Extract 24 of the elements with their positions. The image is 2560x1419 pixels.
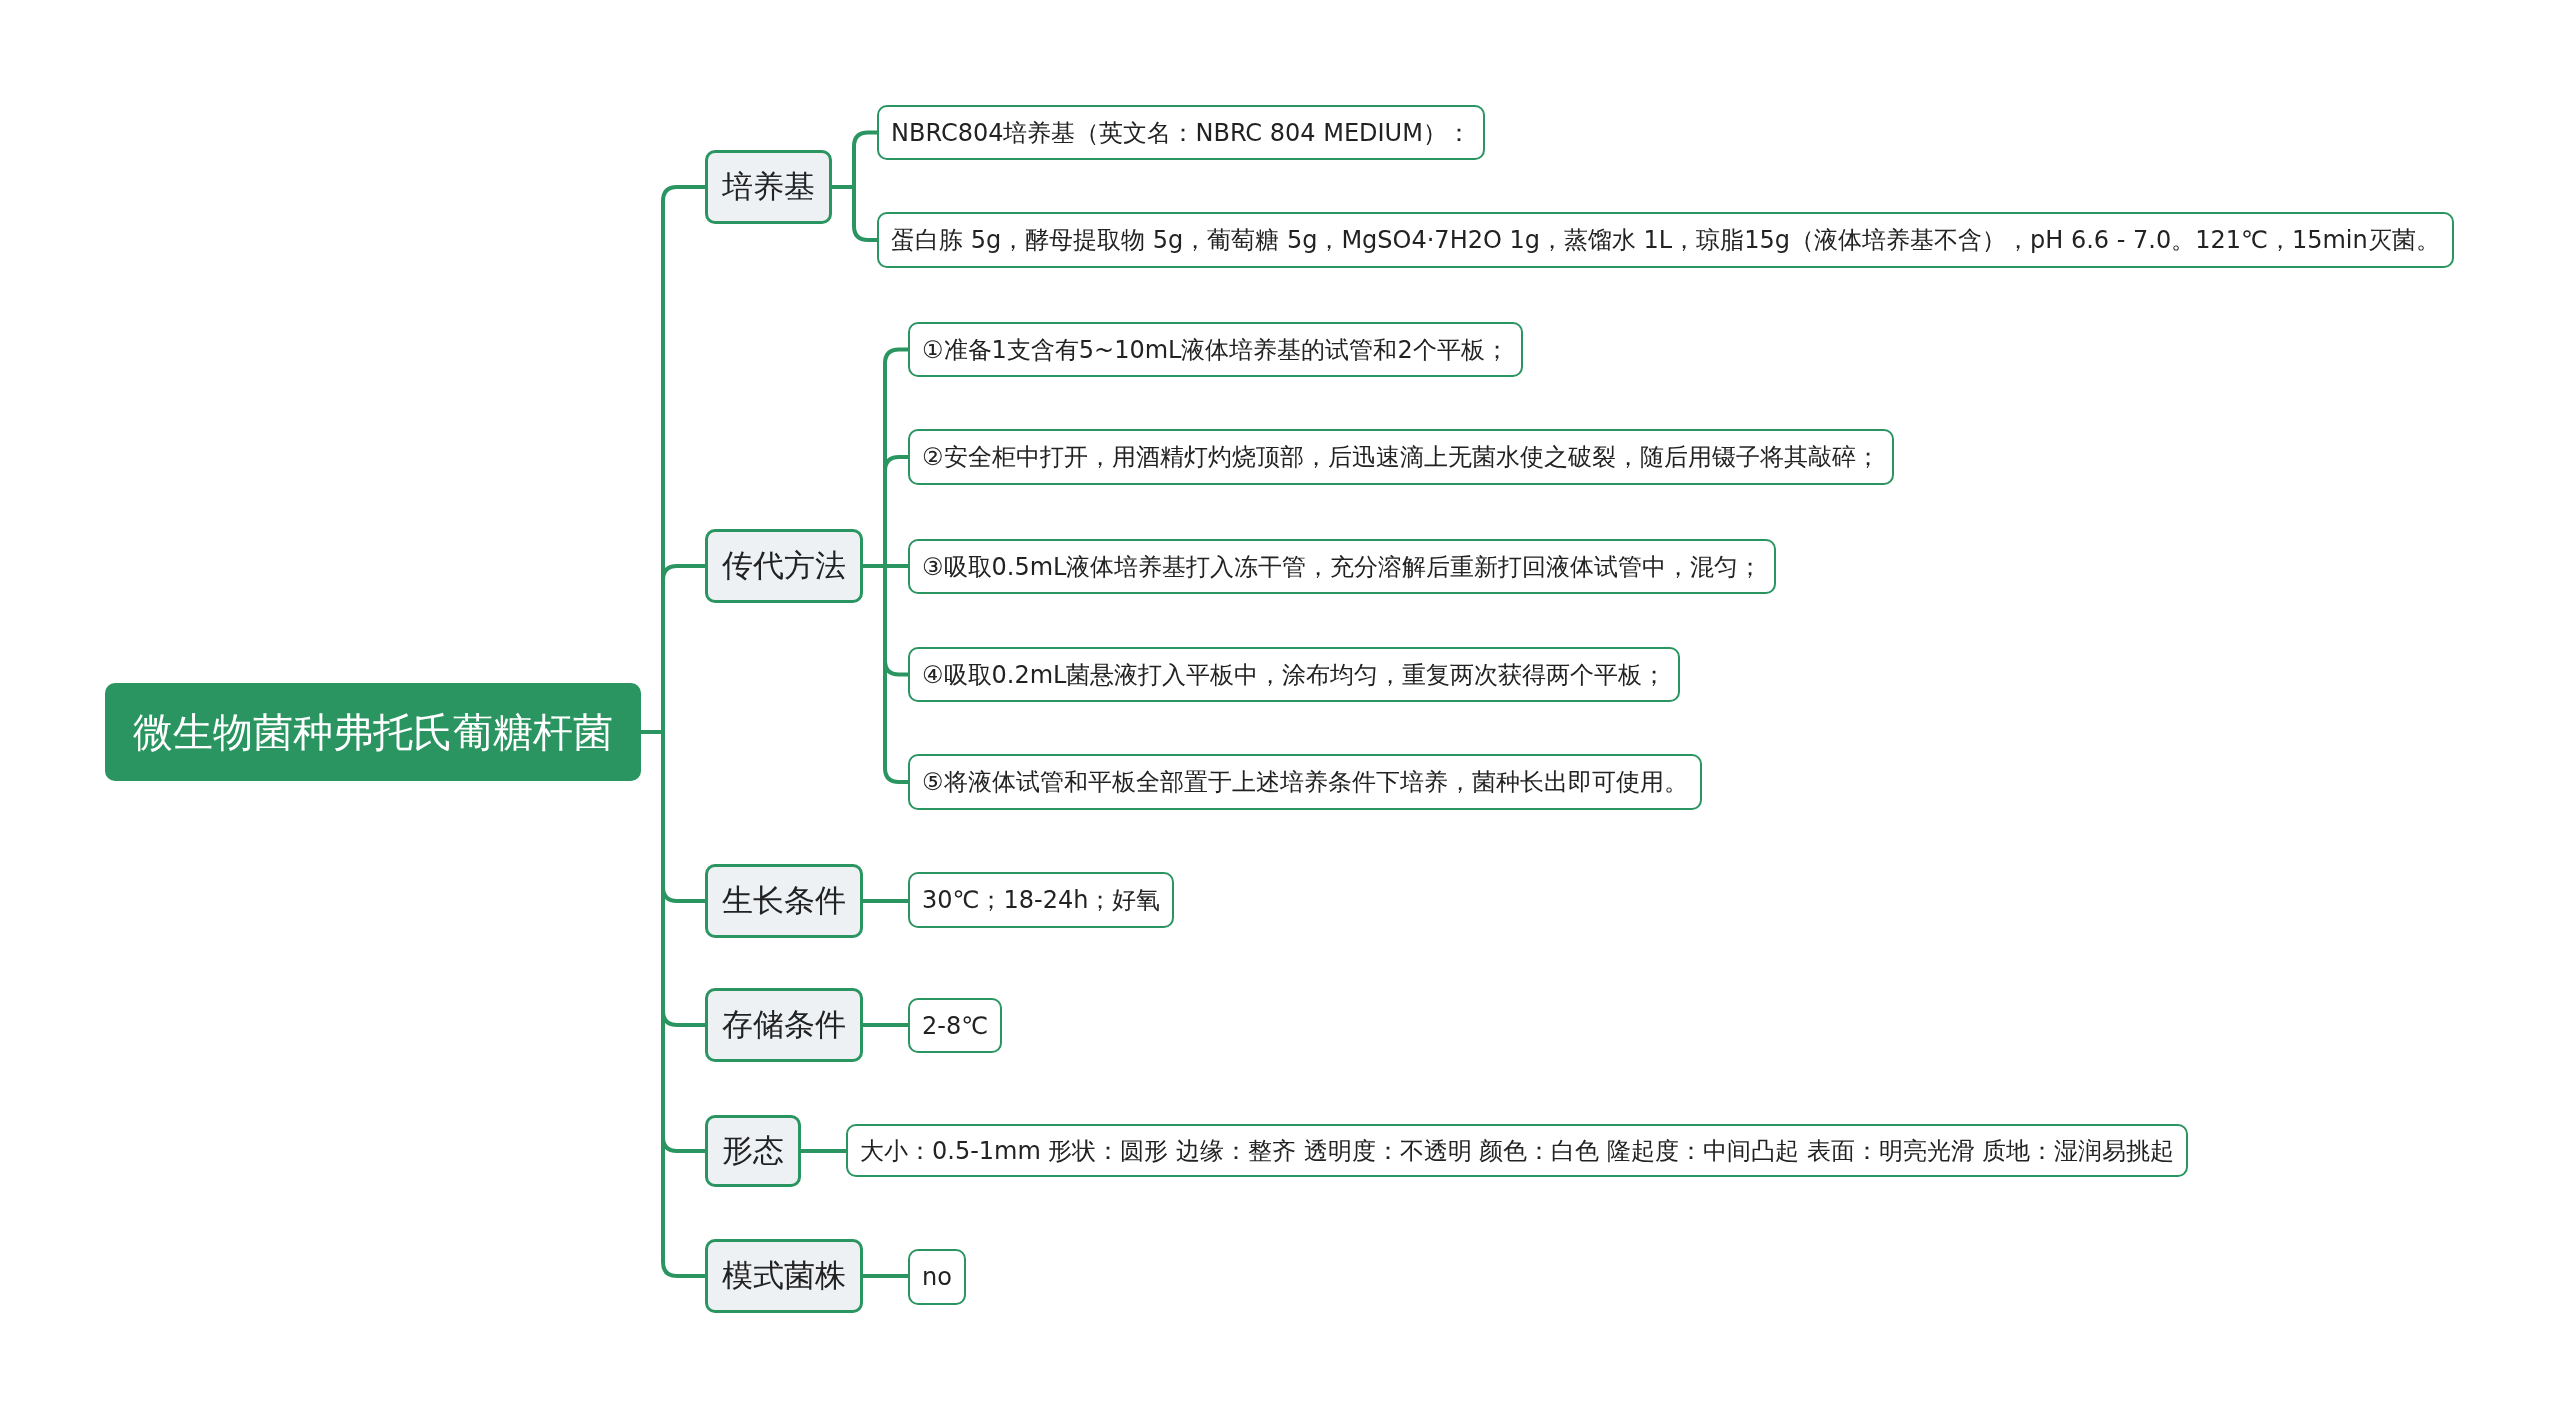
connector-line — [863, 564, 908, 784]
branch-topic-box: 传代方法 — [705, 529, 863, 603]
leaf-topic-box: ①准备1支含有5~10mL液体培养基的试管和2个平板； — [908, 322, 1523, 377]
connector-line — [863, 1023, 908, 1027]
branch-topic-box: 培养基 — [705, 150, 832, 224]
leaf-topic-box: NBRC804培养基（英文名：NBRC 804 MEDIUM）： — [877, 105, 1485, 160]
connector-line — [832, 185, 877, 242]
leaf-topic-box: 蛋白胨 5g，酵母提取物 5g，葡萄糖 5g，MgSO4·7H2O 1g，蒸馏水 1L，琼脂15g（液体培养基不含），pH 6.6 - 7.0。121℃，15min灭菌。 — [877, 212, 2454, 268]
central-topic-box: 微生物菌种弗托氏葡糖杆菌 — [105, 683, 641, 781]
leaf-topic-box: 30℃；18-24h；好氧 — [908, 872, 1175, 928]
branch-topic-box: 存储条件 — [705, 988, 863, 1062]
leaf-topic-box: ②安全柜中打开，用酒精灯灼烧顶部，后迅速滴上无菌水使之破裂，随后用镊子将其敲碎； — [908, 429, 1894, 485]
connector-line — [863, 899, 908, 903]
leaf-topic-box: 2-8℃ — [908, 998, 1003, 1053]
leaf-topic-box: ④吸取0.2mL菌悬液打入平板中，涂布均匀，重复两次获得两个平板； — [908, 647, 1681, 702]
leaf-topic-box: ③吸取0.5mL液体培养基打入冻干管，充分溶解后重新打回液体试管中，混匀； — [908, 539, 1777, 594]
leaf-topic-box: ⑤将液体试管和平板全部置于上述培养条件下培养，菌种长出即可使用。 — [908, 754, 1702, 810]
connector-line — [863, 1274, 908, 1278]
branch-topic-box: 生长条件 — [705, 864, 863, 938]
branch-topic-box: 模式菌株 — [705, 1239, 863, 1313]
branch-topic-box: 形态 — [705, 1115, 801, 1187]
connector-line — [801, 1149, 846, 1153]
leaf-topic-box: 大小：0.5-1mm 形状：圆形 边缘：整齐 透明度：不透明 颜色：白色 隆起度：中间凸起 表面：明亮光滑 质地：湿润易挑起 — [846, 1124, 2189, 1177]
leaf-topic-box: no — [908, 1249, 966, 1305]
